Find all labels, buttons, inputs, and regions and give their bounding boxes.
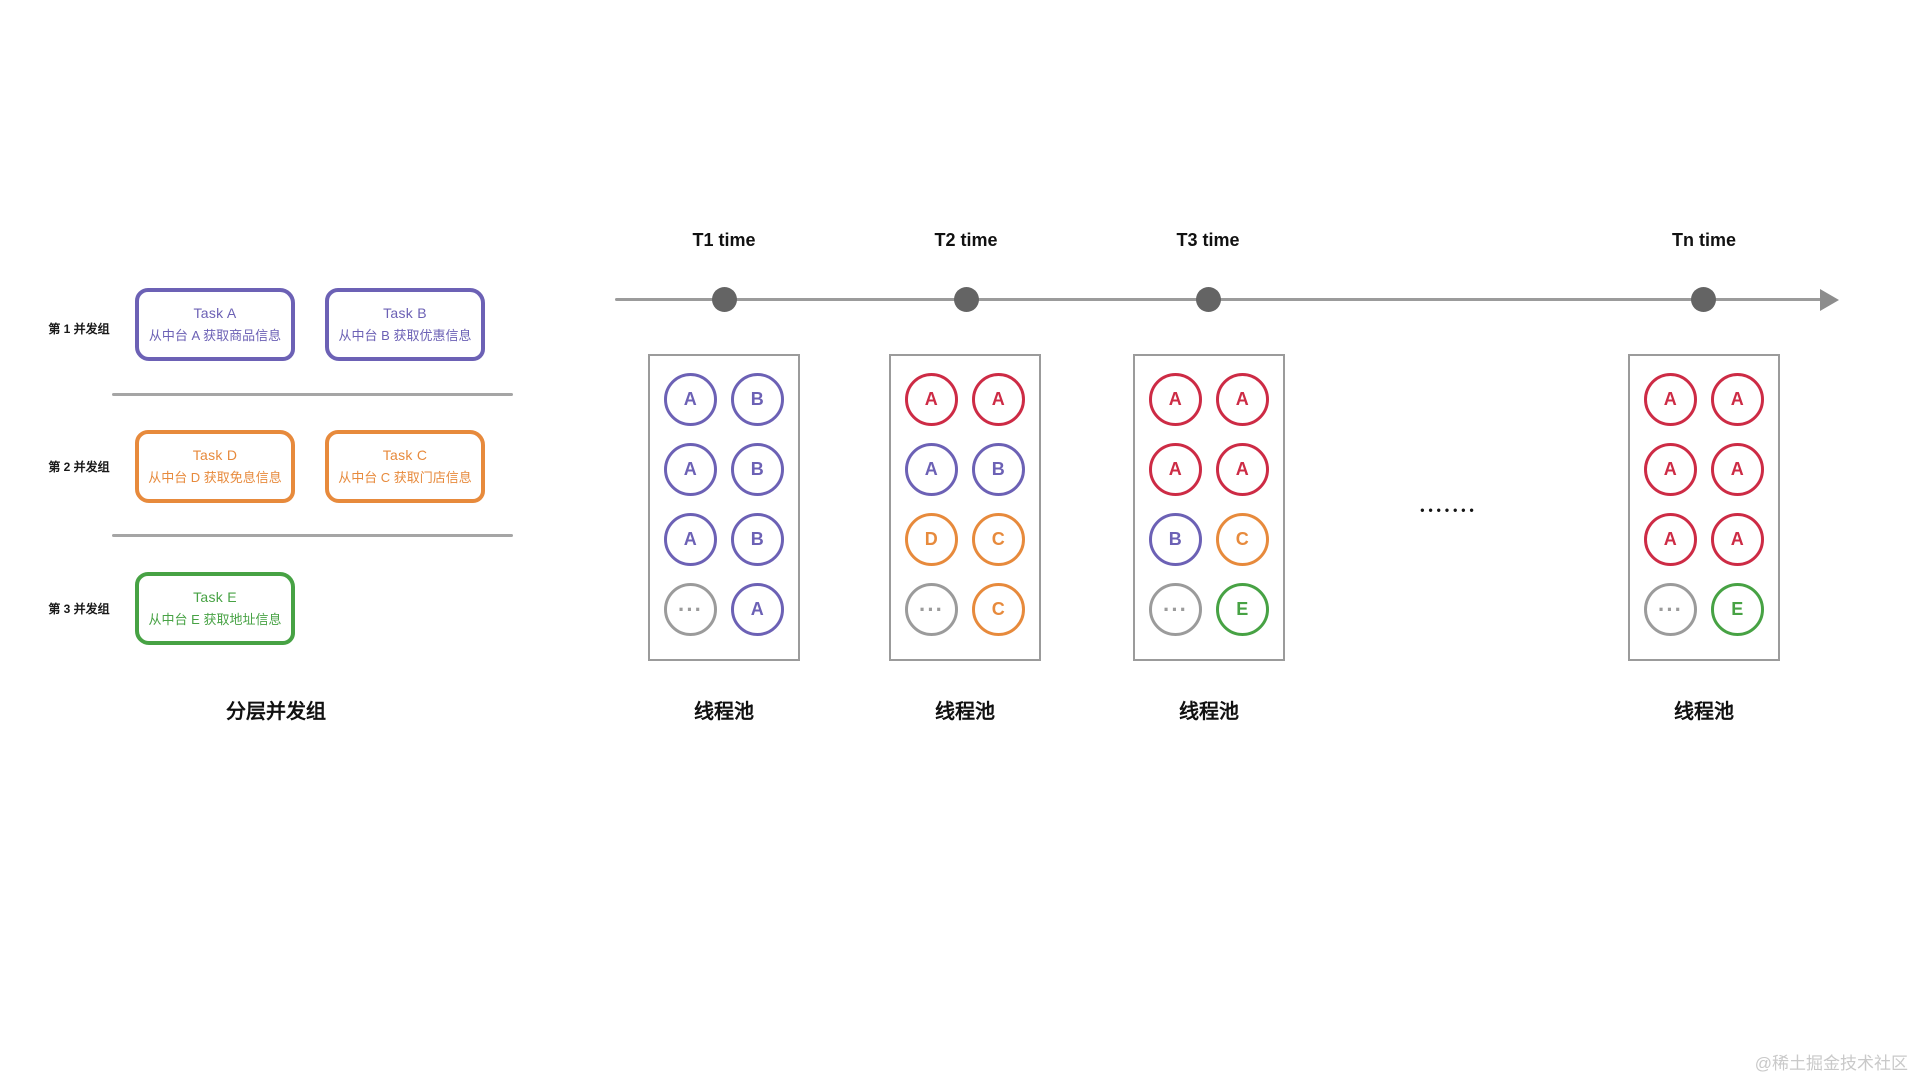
timeline-arrow-icon — [1820, 289, 1839, 311]
task-box-d: Task D 从中台 D 获取免息信息 — [135, 430, 295, 503]
task-a-name: Task A — [193, 305, 237, 321]
thread-circle: A — [664, 513, 717, 566]
panel-title: 分层并发组 — [226, 701, 326, 723]
task-b-name: Task B — [383, 305, 427, 321]
thread-circle: E — [1711, 583, 1764, 636]
thread-circle: C — [1216, 513, 1269, 566]
task-e-name: Task E — [193, 589, 237, 605]
thread-circle: A — [1149, 373, 1202, 426]
thread-pool-t2: A A A B D C ··· C — [889, 354, 1041, 661]
watermark: @稀土掘金技术社区 — [1754, 1054, 1908, 1073]
task-box-a: Task A 从中台 A 获取商品信息 — [135, 288, 295, 361]
thread-circle: A — [972, 373, 1025, 426]
thread-circle-more: ··· — [1149, 583, 1202, 636]
thread-circle: A — [1711, 443, 1764, 496]
thread-circle: A — [664, 373, 717, 426]
task-box-c: Task C 从中台 C 获取门店信息 — [325, 430, 485, 503]
timeline-dot-t1 — [712, 287, 737, 312]
thread-circle: A — [1644, 373, 1697, 426]
group-divider — [112, 534, 513, 537]
thread-circle: A — [1644, 513, 1697, 566]
thread-circle: A — [905, 373, 958, 426]
task-c-desc: 从中台 C 获取门店信息 — [338, 470, 472, 485]
task-c-name: Task C — [382, 447, 428, 463]
group-1-label: 第 1 并发组 — [48, 322, 110, 336]
thread-circle: A — [664, 443, 717, 496]
thread-circle: A — [1711, 373, 1764, 426]
thread-circle: C — [972, 513, 1025, 566]
thread-circle: A — [905, 443, 958, 496]
thread-circle: B — [1149, 513, 1202, 566]
pool-label-t3: 线程池 — [1179, 701, 1239, 723]
task-d-desc: 从中台 D 获取免息信息 — [148, 470, 282, 485]
thread-circle: B — [972, 443, 1025, 496]
pool-label-t2: 线程池 — [935, 701, 995, 723]
thread-circle: A — [1149, 443, 1202, 496]
thread-circle: B — [731, 513, 784, 566]
thread-circle: A — [1644, 443, 1697, 496]
thread-circle: B — [731, 373, 784, 426]
thread-circle: A — [1216, 443, 1269, 496]
thread-circle-more: ··· — [1644, 583, 1697, 636]
timeline-label-t2: T2 time — [934, 230, 998, 250]
group-3-label: 第 3 并发组 — [48, 602, 110, 616]
timeline-dot-t2 — [954, 287, 979, 312]
timeline-dot-t3 — [1196, 287, 1221, 312]
timeline-dot-tn — [1691, 287, 1716, 312]
thread-circle: E — [1216, 583, 1269, 636]
timeline-label-t1: T1 time — [692, 230, 756, 250]
task-box-b: Task B 从中台 B 获取优惠信息 — [325, 288, 485, 361]
thread-circle: A — [1711, 513, 1764, 566]
thread-pool-t3: A A A A B C ··· E — [1133, 354, 1285, 661]
thread-circle-more: ··· — [664, 583, 717, 636]
task-d-name: Task D — [192, 447, 238, 463]
thread-pool-tn: A A A A A A ··· E — [1628, 354, 1780, 661]
task-b-desc: 从中台 B 获取优惠信息 — [338, 328, 472, 343]
thread-circle: B — [731, 443, 784, 496]
pool-label-tn: 线程池 — [1674, 701, 1734, 723]
task-box-e: Task E 从中台 E 获取地址信息 — [135, 572, 295, 645]
thread-circle: C — [972, 583, 1025, 636]
thread-circle: A — [1216, 373, 1269, 426]
timeline-label-tn: Tn time — [1671, 230, 1736, 250]
timeline-line — [615, 298, 1827, 301]
pool-label-t1: 线程池 — [694, 701, 754, 723]
group-divider — [112, 393, 513, 396]
thread-circle-more: ··· — [905, 583, 958, 636]
task-e-desc: 从中台 E 获取地址信息 — [148, 612, 282, 627]
timeline-label-t3: T3 time — [1176, 230, 1240, 250]
group-2-label: 第 2 并发组 — [48, 460, 110, 474]
thread-circle: A — [731, 583, 784, 636]
thread-pool-t1: A B A B A B ··· A — [648, 354, 800, 661]
thread-circle: D — [905, 513, 958, 566]
task-a-desc: 从中台 A 获取商品信息 — [148, 328, 282, 343]
pools-ellipsis: ••••••• — [1420, 503, 1478, 517]
